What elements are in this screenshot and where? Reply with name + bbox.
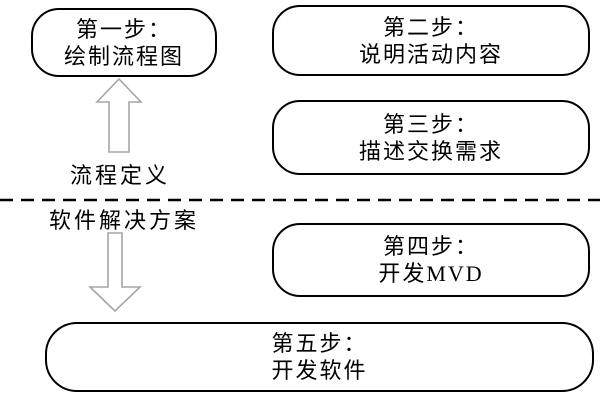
step-3-description: 描述交换需求 bbox=[358, 138, 503, 164]
step-2-box: 第二步： 说明活动内容 bbox=[272, 5, 590, 76]
step-2-title: 第二步： bbox=[382, 14, 479, 40]
step-3-title: 第三步： bbox=[382, 111, 479, 137]
step-4-description: 开发MVD bbox=[378, 261, 484, 286]
step-1-description: 绘制流程图 bbox=[63, 43, 184, 69]
step-2-description: 说明活动内容 bbox=[358, 41, 503, 67]
step-5-description: 开发软件 bbox=[271, 358, 368, 383]
software-solution-label: 软件解决方案 bbox=[48, 208, 199, 233]
down-arrow-icon bbox=[88, 232, 142, 313]
step-5-box: 第五步： 开发软件 bbox=[45, 322, 594, 392]
up-arrow-icon bbox=[95, 77, 143, 153]
step-4-box: 第四步： 开发MVD bbox=[272, 223, 590, 297]
step-3-box: 第三步： 描述交换需求 bbox=[272, 100, 590, 175]
step-1-box: 第一步： 绘制流程图 bbox=[31, 8, 217, 77]
step-4-title: 第四步： bbox=[382, 234, 479, 259]
process-definition-label: 流程定义 bbox=[69, 163, 170, 188]
step-5-title: 第五步： bbox=[271, 331, 368, 356]
step-1-title: 第一步： bbox=[75, 16, 172, 42]
